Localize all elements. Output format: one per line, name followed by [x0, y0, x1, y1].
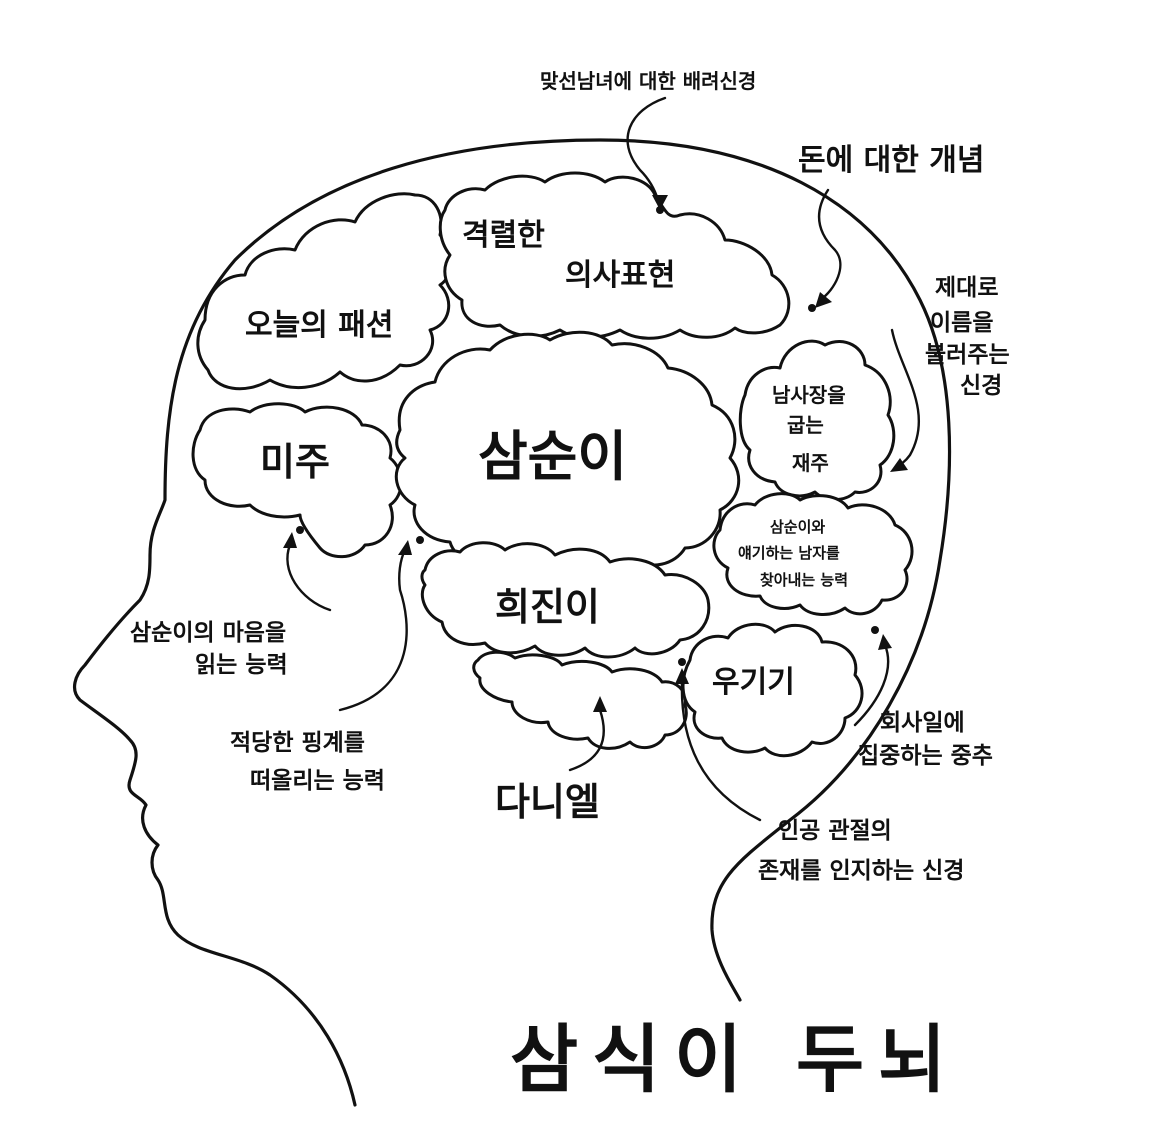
lobe-daniel: [472, 650, 688, 750]
lobe-expression: [438, 171, 791, 340]
lobe-finder: [712, 492, 914, 616]
label-finder-2: 얘기하는 남자를: [738, 544, 840, 562]
arrow-money: [817, 188, 842, 302]
note-heart-1: 삼순이의 마음을: [130, 620, 286, 646]
lobe-beauty: [191, 402, 403, 559]
lobe-center: [394, 330, 741, 574]
label-expression-2: 의사표현: [565, 258, 675, 293]
label-expression-1: 격렬한: [462, 218, 545, 253]
label-insult-1: 남사장을: [772, 383, 846, 407]
note-name-3: 불러주는: [925, 342, 1010, 368]
dot-company: [871, 626, 879, 634]
arrow-company: [853, 643, 890, 727]
label-insult-2: 굽는: [787, 413, 824, 437]
arrow-top: [626, 96, 667, 202]
dot-relation: [678, 658, 686, 666]
note-top: 맞선남녀에 대한 배려신경: [540, 69, 756, 93]
arrow-relation: [680, 678, 762, 822]
note-company-2: 집중하는 중추: [858, 743, 993, 769]
lobe-insult: [738, 339, 896, 501]
label-fashion: 오늘의 패션: [245, 308, 393, 343]
note-company-1: 회사일에: [880, 710, 965, 736]
label-center: 삼순이: [478, 425, 627, 488]
label-daniel: 다니엘: [495, 780, 600, 824]
label-hwajini: 희진이: [495, 585, 600, 629]
title: 삼식이 두뇌: [510, 1017, 960, 1103]
dot-heart: [296, 526, 304, 534]
label-insult-3: 재주: [792, 451, 829, 475]
head-outline: [72, 138, 952, 1107]
label-beauty: 미주: [260, 440, 330, 484]
label-finder-1: 삼순이와: [770, 518, 825, 536]
note-excuse-2: 떠올리는 능력: [250, 768, 385, 794]
dot-excuse: [416, 536, 424, 544]
note-heart-2: 읽는 능력: [195, 652, 288, 678]
label-ugigi: 우기기: [712, 665, 795, 700]
lobe-fashion: [196, 192, 453, 391]
note-name-2: 이름을: [930, 310, 993, 336]
note-relation-1: 인공 관절의: [778, 818, 892, 844]
arrow-daniel: [568, 708, 605, 772]
arrow-heart: [286, 543, 332, 612]
lobe-hwajini: [420, 541, 711, 659]
label-finder-3: 찾아내는 능력: [760, 571, 848, 589]
note-relation-2: 존재를 인지하는 신경: [758, 858, 964, 884]
note-excuse-1: 적당한 핑계를: [230, 730, 365, 756]
note-name-4: 신경: [960, 373, 1002, 399]
arrow-name: [890, 328, 920, 470]
arrow-excuse: [338, 548, 408, 712]
dot-money: [808, 304, 816, 312]
note-money: 돈에 대한 개념: [798, 143, 985, 178]
note-name-1: 제대로: [935, 275, 998, 301]
lobe-ugigi: [681, 622, 864, 758]
